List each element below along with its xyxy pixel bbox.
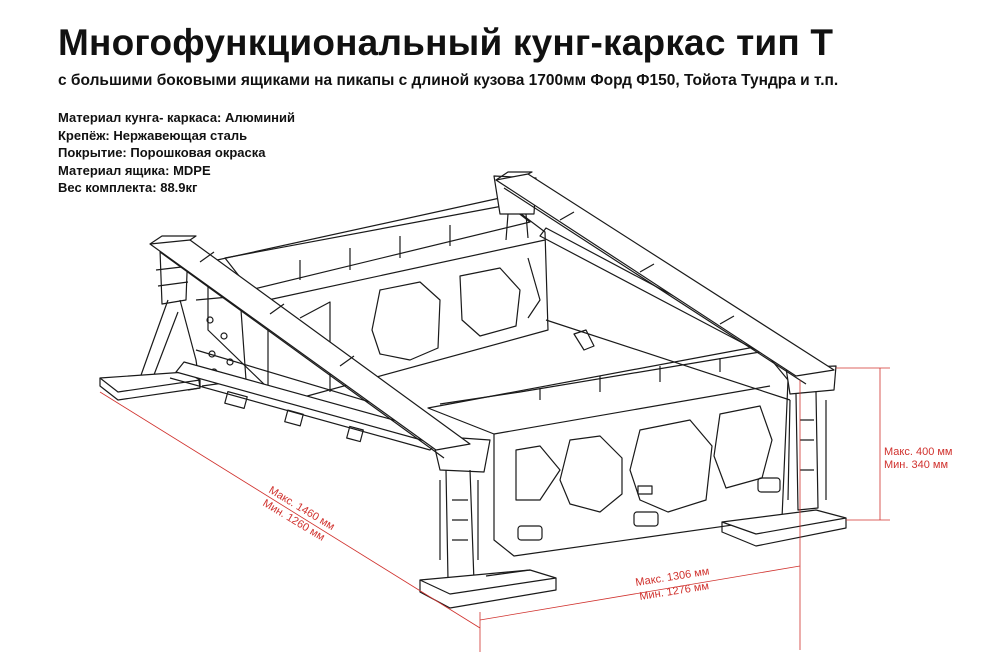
front-crossbar bbox=[495, 171, 835, 385]
front-right-post bbox=[721, 365, 847, 547]
height-min-label: Мин. 340 мм bbox=[884, 459, 948, 471]
width-dimension-line bbox=[479, 565, 801, 621]
rear-crossbar bbox=[149, 235, 471, 459]
page-title: Многофункциональный кунг-каркас тип Т bbox=[58, 22, 834, 63]
length-dimension-line bbox=[99, 391, 481, 629]
spec-coating: Покрытие: Порошковая окраска bbox=[58, 145, 266, 160]
spec-weight: Вес комплекта: 88.9кг bbox=[58, 180, 198, 195]
front-side-box bbox=[427, 345, 789, 557]
spec-fasteners: Крепёж: Нержавеющая сталь bbox=[58, 127, 248, 143]
spec-box-material: Материал ящика: MDPE bbox=[58, 162, 211, 178]
spec-material: Материал кунга- каркаса: Алюминий bbox=[58, 110, 296, 125]
height-max-label: Макс. 400 мм bbox=[884, 446, 953, 458]
spec-list: Материал кунга- каркаса: Алюминий Крепёж… bbox=[58, 109, 295, 197]
page-subtitle: с большими боковыми ящиками на пикапы с … bbox=[58, 72, 839, 89]
